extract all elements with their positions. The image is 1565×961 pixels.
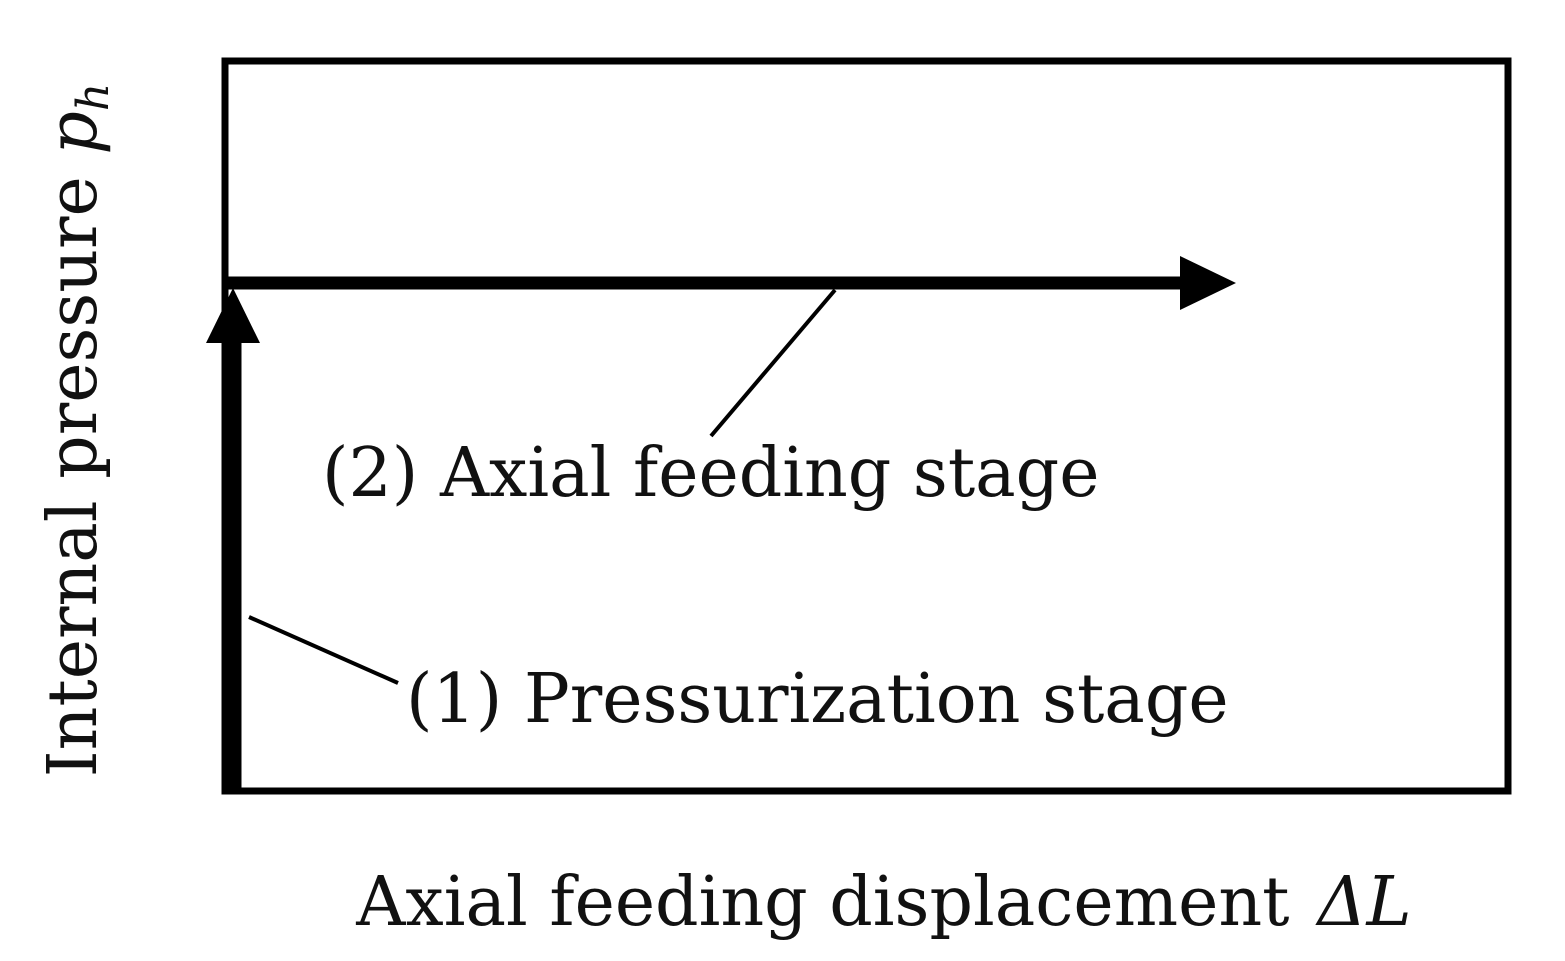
axial-feeding-leader-line (709, 288, 837, 438)
pressurization-stage-label: (1) Pressurization stage (406, 660, 1229, 739)
pressurization-arrow-head (206, 288, 260, 343)
y-axis-label: Internal pressure ph (34, 83, 119, 778)
y-axis-symbol: p (34, 111, 113, 155)
pressurization-leader-line (248, 615, 399, 685)
x-axis-label: Axial feeding displacement ΔL (355, 863, 1411, 942)
x-axis-symbol: ΔL (1314, 863, 1411, 942)
y-axis-subscript: h (68, 83, 119, 111)
axial-feeding-arrow-head (1180, 256, 1236, 310)
x-axis-label-text: Axial feeding displacement (355, 863, 1289, 942)
y-axis-label-text: Internal pressure (34, 155, 113, 778)
axial-feeding-stage-label: (2) Axial feeding stage (322, 434, 1099, 513)
